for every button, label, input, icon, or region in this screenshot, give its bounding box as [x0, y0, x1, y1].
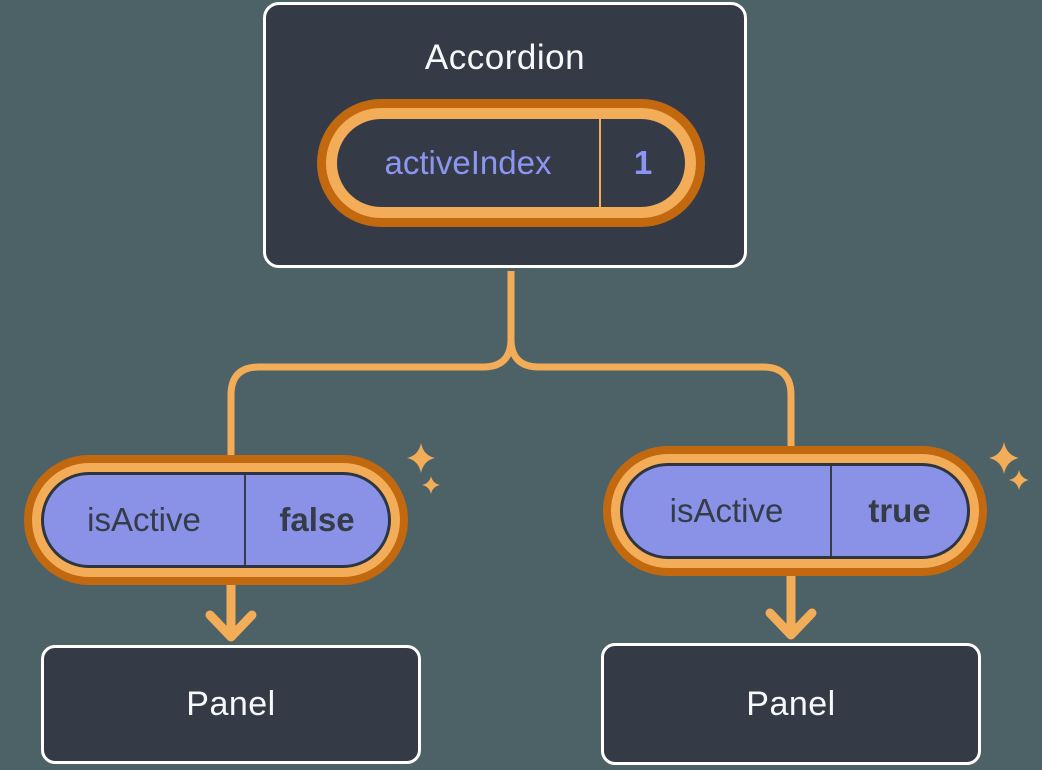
panel-title: Panel — [186, 685, 276, 723]
arrow-down-left — [205, 573, 257, 642]
panel-title: Panel — [746, 684, 836, 723]
state-pill-glow: activeIndex 1 — [326, 108, 696, 218]
state-pill-core: activeIndex 1 — [337, 119, 685, 207]
sparkle-icon — [989, 442, 1019, 474]
prop-label: isActive — [87, 501, 201, 538]
prop-pill: isActive false — [24, 455, 408, 585]
prop-pill-core: isActive false — [41, 472, 391, 568]
pill-divider — [830, 466, 832, 556]
pill-divider — [599, 119, 601, 207]
prop-pill-glow: isActive true — [611, 454, 979, 568]
panel-box: Panel — [601, 643, 981, 765]
pill-divider — [244, 475, 246, 565]
connector-right-branch — [507, 271, 795, 455]
connector-left-branch — [227, 271, 515, 465]
sparkle-icon — [407, 443, 435, 473]
state-pill: activeIndex 1 — [317, 99, 705, 227]
prop-value: true — [868, 492, 931, 529]
prop-pill: isActive true — [603, 446, 987, 576]
arrow-down-right — [765, 565, 817, 640]
state-label: activeIndex — [384, 144, 552, 181]
sparkle-icon — [422, 476, 440, 494]
prop-pill-core: isActive true — [620, 463, 970, 559]
accordion-title: Accordion — [424, 38, 586, 77]
panel-box: Panel — [41, 645, 421, 764]
prop-value: false — [279, 501, 355, 538]
state-value: 1 — [633, 144, 653, 181]
sparkle-icon — [1009, 470, 1029, 490]
prop-pill-glow: isActive false — [32, 463, 400, 577]
prop-label: isActive — [669, 492, 784, 529]
